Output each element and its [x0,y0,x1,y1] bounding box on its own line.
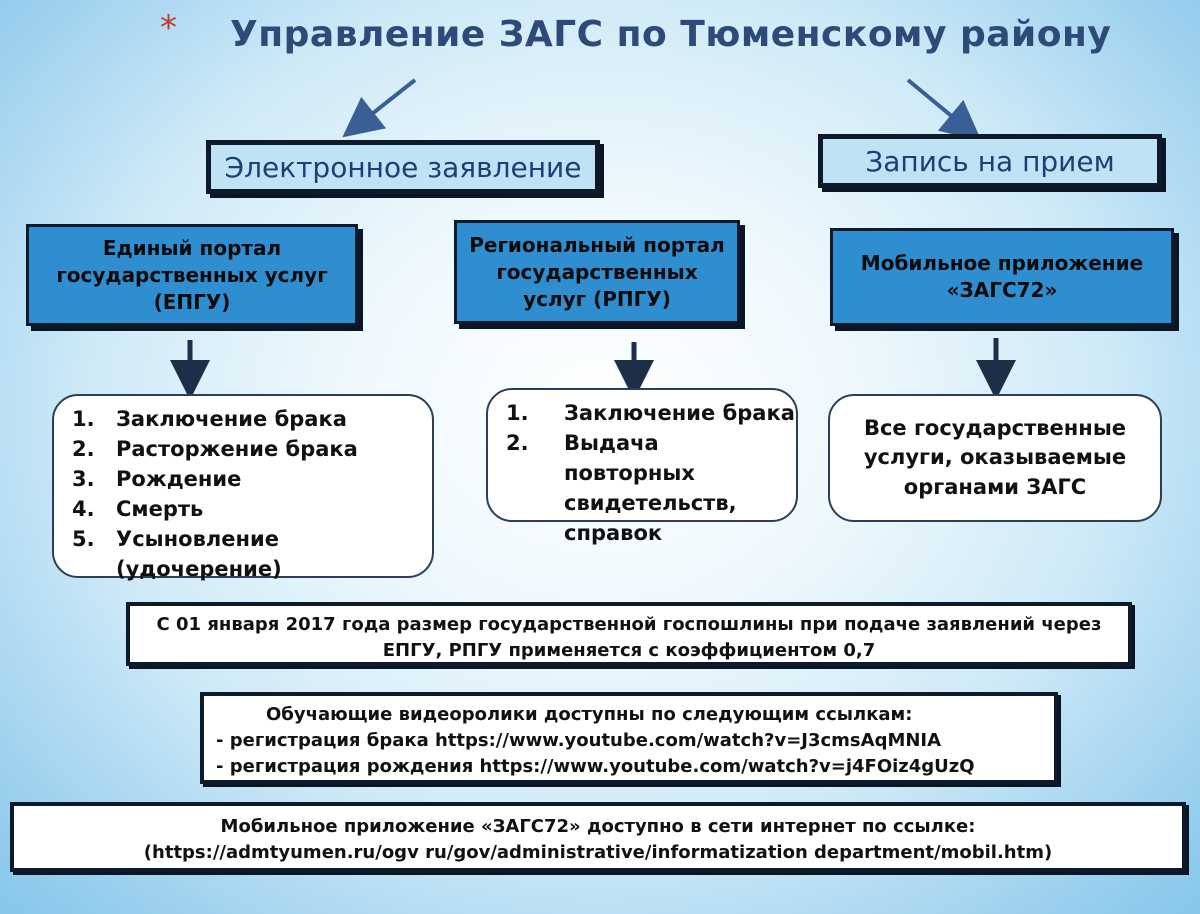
list-item: 2.Выдача повторных свидетельств, справок [506,431,737,545]
fee-note-line-2: ЕПГУ, РПГУ применяется с коэффициентом 0… [382,640,876,662]
epgu-line-3: (ЕПГУ) [153,289,231,314]
electronic-application-label: Электронное заявление [224,150,582,184]
fee-note: С 01 января 2017 года размер государстве… [126,602,1132,666]
appointment-label: Запись на прием [865,144,1115,178]
video-link-birth[interactable]: - регистрация рождения https://www.youtu… [216,756,975,778]
fee-note-line-1: С 01 января 2017 года размер государстве… [156,614,1102,635]
video-link-marriage[interactable]: - регистрация брака https://www.youtube.… [216,730,942,752]
rpgu-services-list: 1.Заключение брака 2.Выдача повторных св… [486,388,798,545]
title-star: * [160,8,177,48]
mobile-line-2: «ЗАГС72» [946,278,1058,302]
mobile-services-line-1: Все государственные [863,415,1127,440]
list-item: 3.Рождение [72,467,242,491]
electronic-application-header: Электронное заявление [206,140,600,194]
mobile-app-box: Мобильное приложение «ЗАГС72» [830,228,1174,326]
list-item: 2.Расторжение брака [72,437,358,461]
rpgu-line-1: Региональный портал [469,232,725,257]
list-item: 4.Смерть [72,497,204,521]
portal-rpgu-box: Региональный портал государственных услу… [454,220,740,324]
list-item: 5.Усыновление (удочерение) [72,527,282,581]
rpgu-line-3: услуг (РПГУ) [523,286,671,311]
epgu-services-list: 1.Заключение брака 2.Расторжение брака 3… [52,394,434,581]
arrow-to-appointment [906,78,982,141]
appointment-header: Запись на прием [818,134,1162,188]
list-item: 1.Заключение брака [72,407,347,431]
mobile-services-line-2: услуги, оказываемые [863,445,1127,470]
mobile-services-box: Все государственные услуги, оказываемые … [828,394,1162,522]
video-links-note: Обучающие видеоролики доступны по следую… [200,692,1058,784]
rpgu-line-2: государственных [496,259,698,284]
mobile-services-line-3: органами ЗАГС [903,474,1087,499]
app-note-line-1: Мобильное приложение «ЗАГС72» доступно в… [220,816,976,837]
page-title: Управление ЗАГС по Тюменскому району [230,14,1112,55]
portal-epgu-box: Единый портал государственных услуг (ЕПГ… [26,224,358,326]
arrow-to-electronic [342,78,417,138]
app-note-link[interactable]: (https://admtyumen.ru/ogv ru/gov/adminis… [143,842,1053,864]
mobile-app-link-note: Мобильное приложение «ЗАГС72» доступно в… [10,802,1186,872]
list-item: 1.Заключение брака [506,401,795,425]
epgu-line-2: государственных услуг [56,262,328,287]
video-note-heading: Обучающие видеоролики доступны по следую… [266,704,913,725]
mobile-line-1: Мобильное приложение [860,251,1144,275]
epgu-line-1: Единый портал [102,235,282,260]
